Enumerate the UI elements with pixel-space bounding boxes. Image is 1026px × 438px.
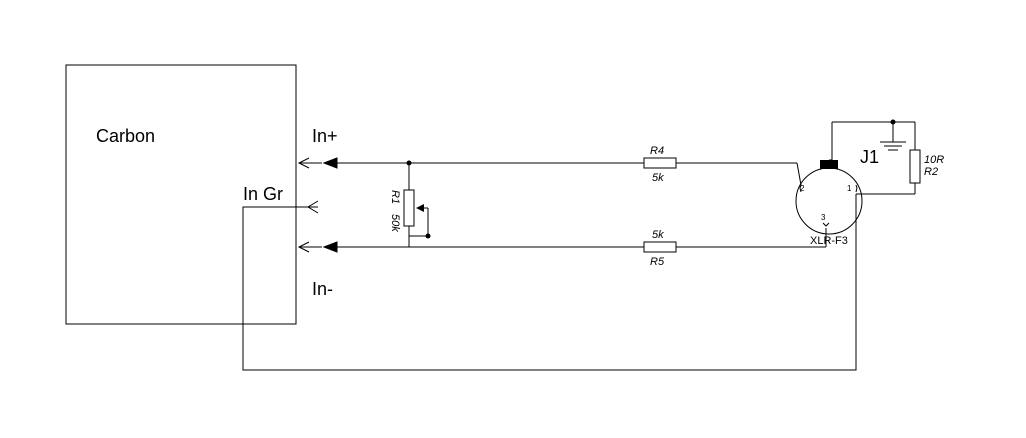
r4-name-label: R4: [650, 145, 664, 157]
r1-value-label: 50k: [389, 214, 401, 232]
input-minus-connector: [297, 241, 338, 253]
input-plus-connector: [297, 157, 338, 169]
junction-r1-top: [406, 160, 412, 166]
resistor-r2: [909, 149, 921, 184]
input-gnd-label: In Gr: [243, 184, 283, 204]
r5-value-label: 5k: [652, 229, 664, 241]
carbon-device-box: [65, 64, 297, 325]
xlr-pin-1: 1: [847, 184, 852, 193]
xlr-pin-3: 3: [821, 213, 826, 222]
pin2-lead: [796, 162, 802, 186]
resistor-r1: [403, 163, 431, 247]
xlr-pin-2: 2: [800, 184, 805, 193]
xlr-connector-j1: [795, 159, 863, 235]
connector-type-label: XLR-F3: [810, 235, 848, 247]
device-label: Carbon: [96, 126, 155, 146]
ground-return-wire: [242, 194, 857, 371]
input-gnd-connector: [300, 200, 319, 214]
input-minus-label: In-: [312, 279, 333, 299]
r5-name-label: R5: [650, 256, 665, 268]
r4-value-label: 5k: [652, 172, 664, 184]
ground-symbol: [880, 122, 906, 151]
r1-name-label: R1: [389, 190, 401, 204]
resistor-r5: [643, 241, 677, 253]
r2-name-label: R2: [924, 166, 938, 178]
input-plus-label: In+: [312, 126, 338, 146]
connector-ref-label: J1: [860, 147, 879, 167]
resistor-r4: [643, 157, 677, 169]
r2-value-label: 10R: [924, 154, 944, 166]
